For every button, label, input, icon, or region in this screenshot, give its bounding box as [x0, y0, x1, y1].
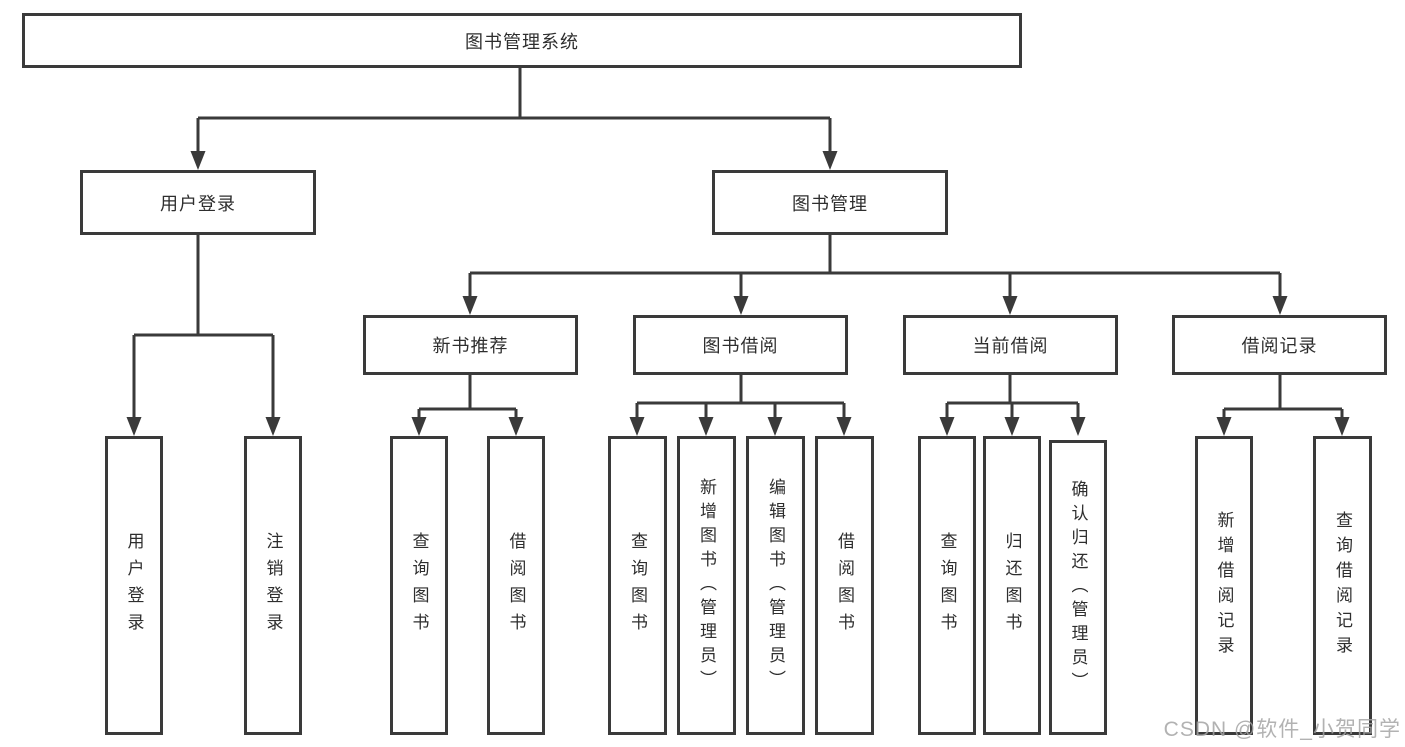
leaf-add-record-label: 新增借阅记录 — [1214, 510, 1234, 661]
leaf-borrow-book-2: 借阅图书 — [815, 436, 874, 735]
node-book-mgmt-label: 图书管理 — [792, 193, 868, 214]
leaf-query-record-label: 查询借阅记录 — [1333, 510, 1352, 661]
node-user-login-label: 用户登录 — [160, 193, 236, 214]
node-new-book-label: 新书推荐 — [432, 336, 509, 356]
leaf-query-record: 查询借阅记录 — [1313, 436, 1372, 735]
leaf-add-record: 新增借阅记录 — [1195, 436, 1253, 735]
node-book-borrow-label: 图书借阅 — [702, 336, 779, 356]
leaf-edit-book: 编辑图书（管理员） — [746, 436, 805, 735]
csdn-watermark: CSDN @软件_小贺同学 — [1163, 718, 1401, 741]
leaf-user-login: 用户登录 — [105, 436, 163, 735]
leaf-query-book-1: 查询图书 — [390, 436, 448, 735]
leaf-borrow-book-1: 借阅图书 — [487, 436, 545, 735]
leaf-query-book-1-label: 查询图书 — [409, 531, 429, 640]
leaf-query-book-2: 查询图书 — [608, 436, 667, 735]
leaf-edit-book-label: 编辑图书（管理员） — [766, 477, 785, 694]
leaf-logout-label: 注销登录 — [263, 531, 283, 640]
node-root: 图书管理系统 — [22, 13, 1022, 68]
leaf-return-book-label: 归还图书 — [1002, 531, 1022, 640]
node-borrow-records-label: 借阅记录 — [1241, 336, 1318, 356]
leaf-query-book-3-label: 查询图书 — [937, 531, 957, 640]
leaf-user-login-label: 用户登录 — [124, 531, 144, 640]
leaf-add-book-label: 新增图书（管理员） — [697, 477, 716, 694]
node-book-mgmt: 图书管理 — [712, 170, 948, 235]
leaf-query-book-3: 查询图书 — [918, 436, 976, 735]
node-current-borrow: 当前借阅 — [903, 315, 1118, 375]
node-current-borrow-label: 当前借阅 — [972, 336, 1049, 356]
leaf-logout: 注销登录 — [244, 436, 302, 735]
leaf-return-book: 归还图书 — [983, 436, 1041, 735]
node-root-label: 图书管理系统 — [465, 31, 579, 52]
leaf-confirm-return: 确认归还（管理员） — [1049, 440, 1107, 735]
node-new-book: 新书推荐 — [363, 315, 578, 375]
node-borrow-records: 借阅记录 — [1172, 315, 1387, 375]
leaf-confirm-return-label: 确认归还（管理员） — [1068, 479, 1088, 696]
node-book-borrow: 图书借阅 — [633, 315, 848, 375]
leaf-add-book: 新增图书（管理员） — [677, 436, 736, 735]
node-user-login: 用户登录 — [80, 170, 316, 235]
leaf-borrow-book-2-label: 借阅图书 — [835, 531, 854, 640]
leaf-borrow-book-1-label: 借阅图书 — [506, 531, 526, 640]
leaf-query-book-2-label: 查询图书 — [628, 531, 647, 640]
